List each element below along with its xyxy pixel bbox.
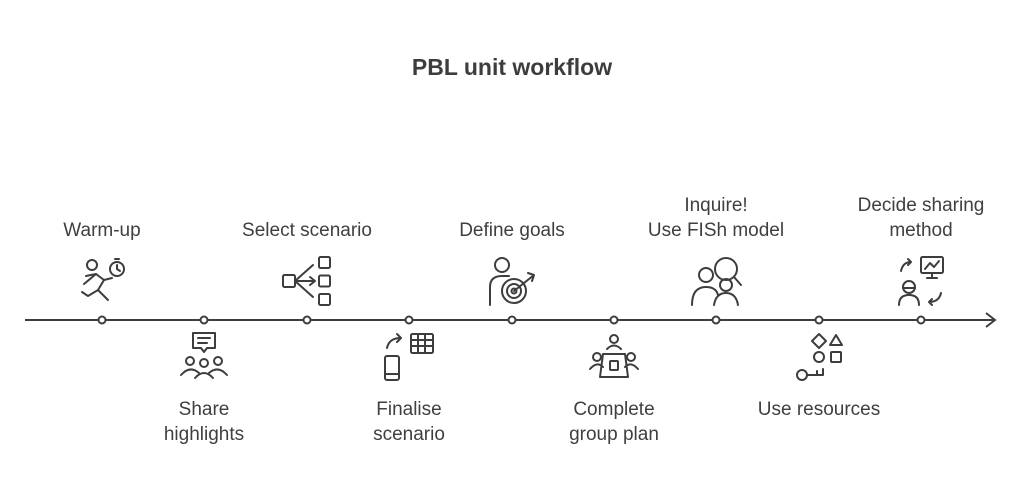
step-label-line: Warm-up <box>63 220 141 241</box>
timeline-node-1 <box>97 315 107 325</box>
timeline-node-3 <box>302 315 312 325</box>
timeline-node-6 <box>609 315 619 325</box>
step-label-line: Finalise <box>376 399 442 420</box>
step-label-line: Decide sharing <box>857 195 985 216</box>
step-label-line: Share <box>178 399 230 420</box>
timeline-node-2 <box>199 315 209 325</box>
people-magnifier-icon <box>691 257 742 306</box>
presenter-chart-icon <box>898 256 944 306</box>
group-chat-icon <box>180 332 228 379</box>
step-label-2: Share highlights <box>114 397 294 447</box>
step-label-line: Select scenario <box>242 220 372 241</box>
step-label-line: Inquire! <box>684 195 748 216</box>
diagram-title: PBL unit workflow <box>411 54 613 80</box>
branching-options-icon <box>282 256 331 306</box>
timeline-node-9 <box>916 315 926 325</box>
step-label-1: Warm-up <box>12 218 192 243</box>
step-label-line: method <box>889 220 953 241</box>
step-label-4: Finalise scenario <box>319 397 499 447</box>
step-label-line: group plan <box>569 424 659 445</box>
meeting-table-icon <box>589 334 639 378</box>
timeline-node-7 <box>711 315 721 325</box>
step-label-line: Use FISh model <box>647 220 785 241</box>
step-label-7: Inquire! Use FISh model <box>626 193 806 243</box>
person-target-icon <box>489 257 535 306</box>
step-label-6: Complete group plan <box>524 397 704 447</box>
timeline-node-8 <box>814 315 824 325</box>
shapes-key-icon <box>796 333 843 381</box>
timeline-node-4 <box>404 315 414 325</box>
step-label-line: Use resources <box>757 399 881 420</box>
step-label-line: Define goals <box>459 220 565 241</box>
timeline-arrowhead <box>985 312 997 328</box>
timeline-node-5 <box>507 315 517 325</box>
step-label-line: Complete <box>573 399 655 420</box>
step-label-3: Select scenario <box>217 218 397 243</box>
step-label-5: Define goals <box>422 218 602 243</box>
phone-table-icon <box>384 333 434 381</box>
timeline-markers <box>97 315 926 325</box>
step-label-8: Use resources <box>729 397 909 422</box>
step-label-9: Decide sharing method <box>831 193 1011 243</box>
step-label-line: highlights <box>163 424 245 445</box>
runner-stopwatch-icon <box>81 258 125 301</box>
step-label-line: scenario <box>373 424 445 445</box>
